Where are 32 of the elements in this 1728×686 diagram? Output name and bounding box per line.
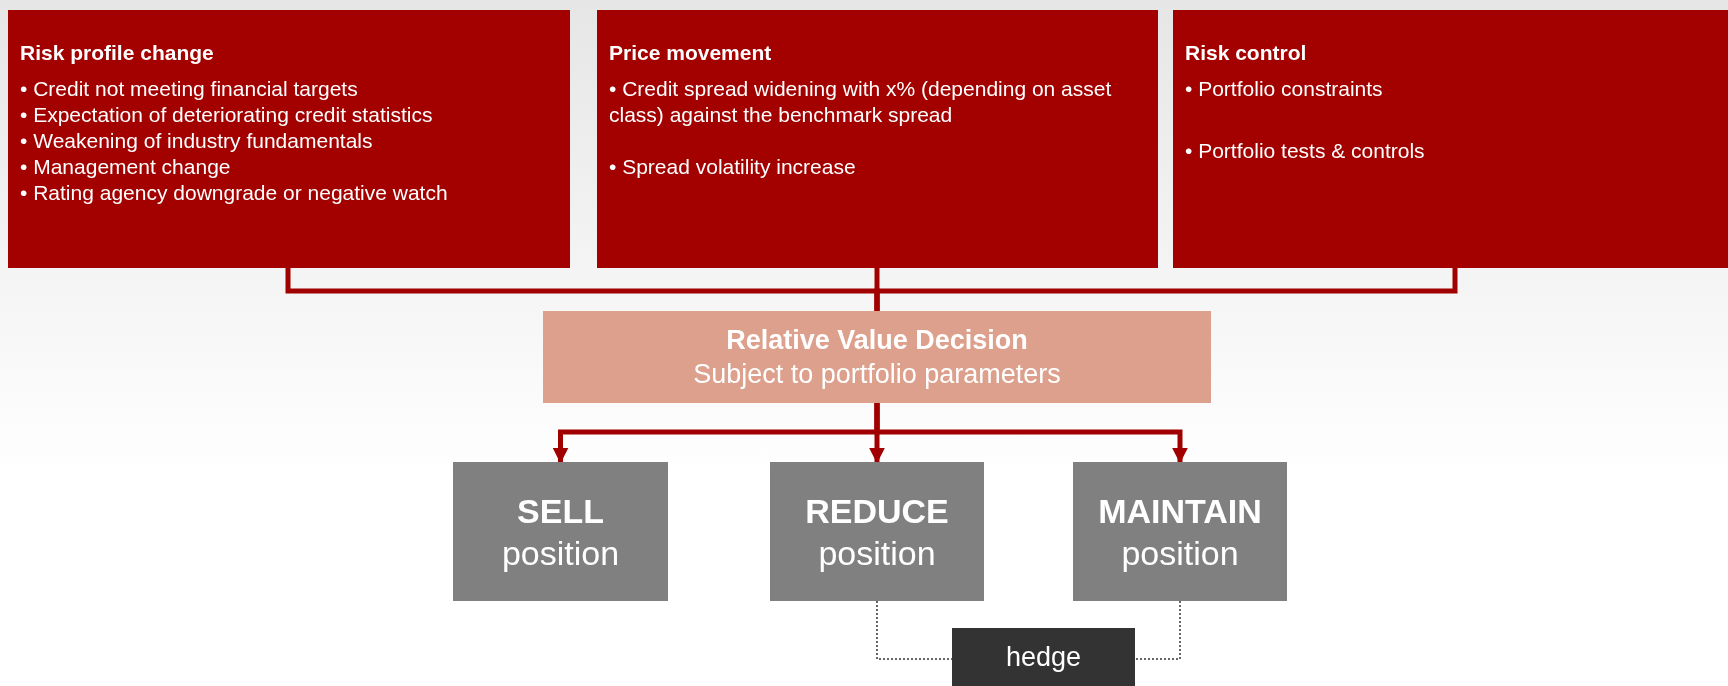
trigger-box	[1173, 10, 1728, 268]
box-heading: Risk profile change	[20, 40, 215, 66]
box-subtitle: position	[501, 532, 620, 574]
bullet-item: • Rating agency downgrade or negative watch	[20, 180, 449, 206]
arrow	[874, 403, 1188, 464]
box-subtitle: position	[818, 532, 936, 574]
box-heading: Price movement	[609, 40, 773, 66]
trigger-box	[597, 10, 1158, 268]
bullet-item: • Expectation of deteriorating credit statistics	[20, 102, 434, 128]
action-box	[1073, 462, 1287, 601]
bullet-item: • Portfolio tests & controls	[1185, 138, 1426, 164]
bullet-item: • Credit spread widening with x% (depending on asset class) against the benchmark spread	[609, 76, 1113, 128]
bullet-item: • Credit not meeting financial targets	[20, 76, 359, 102]
box-title: MAINTAIN	[1098, 490, 1262, 532]
bullet-item: • Management change	[20, 154, 232, 180]
bullet-item: • Weakening of industry fundamentals	[20, 128, 374, 154]
decision-box	[543, 311, 1211, 403]
connector-line	[874, 268, 1458, 311]
bullet-item: • Portfolio constraints	[1185, 76, 1384, 102]
trigger-box	[8, 10, 570, 268]
box-heading: Risk control	[1185, 40, 1308, 66]
hedge-box	[952, 628, 1135, 686]
box-subtitle: position	[1121, 532, 1239, 574]
box-title: hedge	[1005, 641, 1082, 673]
connector-line	[1134, 600, 1181, 660]
action-box	[453, 462, 668, 601]
bullet-item: • Spread volatility increase	[609, 154, 857, 180]
box-title: REDUCE	[805, 490, 949, 532]
box-subtitle: Subject to portfolio parameters	[693, 358, 1061, 391]
box-title: SELL	[517, 490, 604, 532]
box-title: Relative Value Decision	[726, 324, 1028, 357]
action-box	[770, 462, 984, 601]
